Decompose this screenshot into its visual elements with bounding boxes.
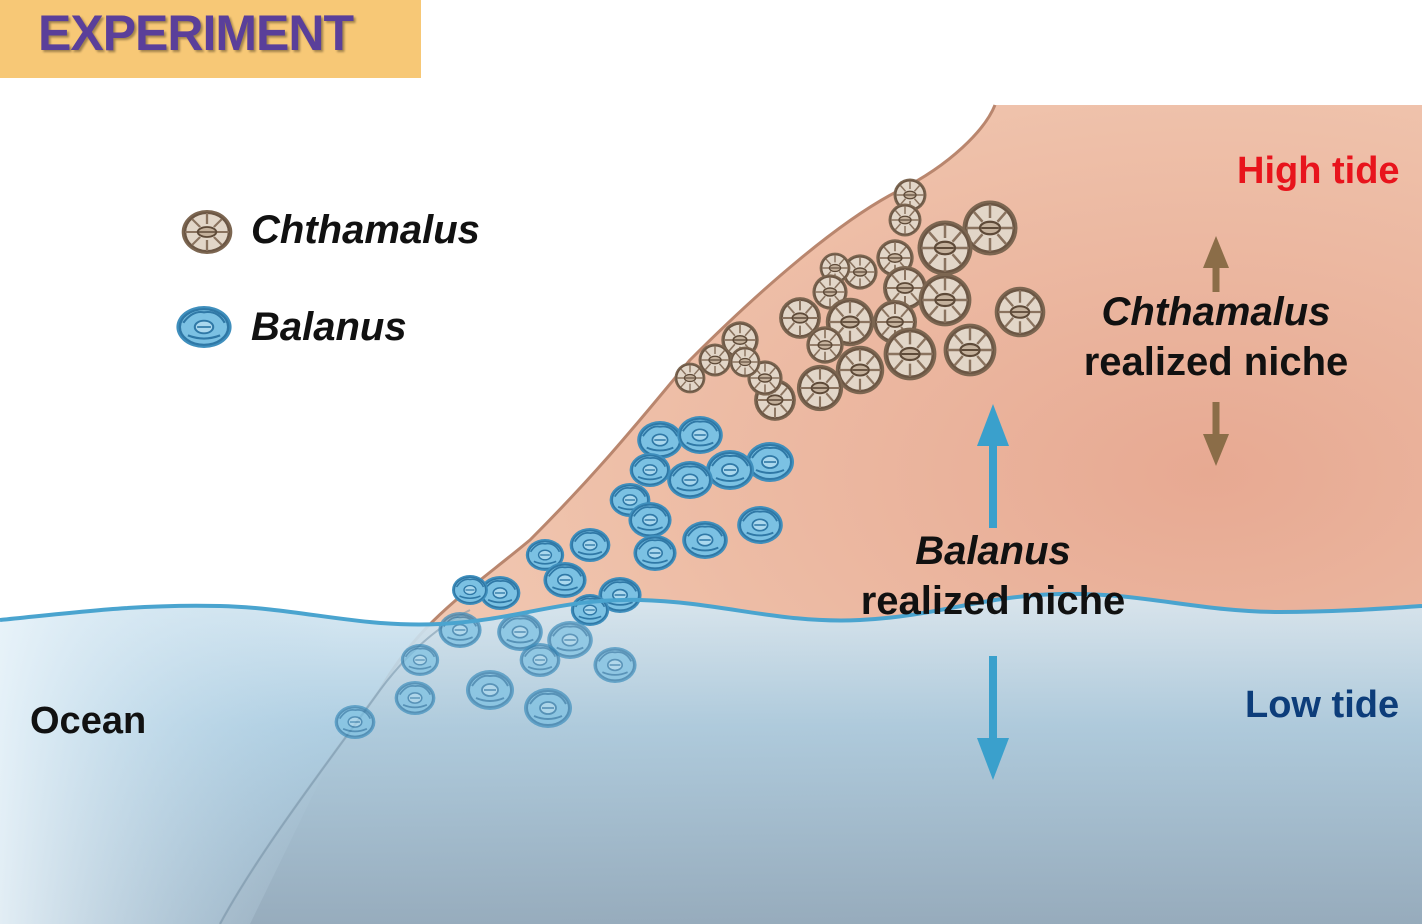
ocean-water: [0, 593, 1422, 924]
chthamalus-niche-label: Chthamalus realized niche: [1066, 287, 1366, 387]
chthamalus-barnacle: [917, 272, 973, 328]
balanus-barnacle: [437, 611, 483, 649]
balanus-barnacle: [736, 505, 784, 545]
balanus-barnacle: [676, 415, 724, 455]
legend-chthamalus-label: Chthamalus: [251, 208, 480, 252]
balanus-barnacle: [666, 460, 714, 500]
chthamalus-legend-icon: [180, 208, 234, 256]
balanus-barnacle: [542, 561, 588, 599]
chthamalus-barnacle: [728, 345, 762, 379]
balanus-barnacle: [465, 669, 515, 711]
balanus-niche-label: Balanus realized niche: [843, 526, 1143, 626]
balanus-barnacle: [523, 687, 573, 729]
ocean-shallows: [0, 605, 340, 924]
balanus-legend-icon: [175, 304, 233, 350]
chthamalus-niche-text: realized niche: [1083, 340, 1349, 384]
balanus-barnacle: [705, 449, 755, 491]
legend-balanus-label: Balanus: [251, 305, 407, 349]
ocean-label: Ocean: [30, 700, 147, 742]
chthamalus-niche-arrow: [1203, 236, 1229, 466]
chthamalus-barnacle: [916, 219, 974, 277]
chthamalus-barnacle: [887, 202, 923, 238]
high-tide-label: High tide: [1237, 150, 1400, 192]
low-tide-label: Low tide: [1245, 684, 1400, 726]
balanus-barnacle: [518, 642, 562, 678]
balanus-barnacle: [451, 574, 489, 606]
balanus-barnacle: [636, 420, 684, 460]
balanus-niche-text: realized niche: [860, 579, 1126, 623]
banner-title: EXPERIMENT: [38, 5, 354, 61]
balanus-barnacle: [681, 520, 729, 560]
balanus-niche-species: Balanus: [915, 529, 1071, 573]
chthamalus-barnacle: [805, 325, 845, 365]
chthamalus-barnacle: [882, 326, 938, 382]
balanus-barnacle: [592, 646, 638, 684]
balanus-barnacle: [632, 534, 678, 572]
chthamalus-niche-species: Chthamalus: [1101, 290, 1331, 334]
waterline: [0, 591, 1422, 627]
balanus-barnacle: [745, 441, 795, 483]
experiment-banner: EXPERIMENT: [0, 0, 421, 78]
balanus-barnacle: [399, 643, 441, 677]
balanus-barnacle: [333, 704, 377, 740]
balanus-barnacle: [568, 527, 612, 563]
balanus-barnacle: [393, 680, 437, 716]
balanus-niche-arrow: [977, 404, 1009, 780]
chthamalus-barnacle: [942, 322, 998, 378]
balanus-barnacle: [628, 452, 672, 488]
chthamalus-barnacle: [993, 285, 1047, 339]
chthamalus-barnacle: [795, 363, 845, 413]
balanus-barnacle: [627, 501, 673, 539]
chthamalus-barnacle: [673, 361, 707, 395]
